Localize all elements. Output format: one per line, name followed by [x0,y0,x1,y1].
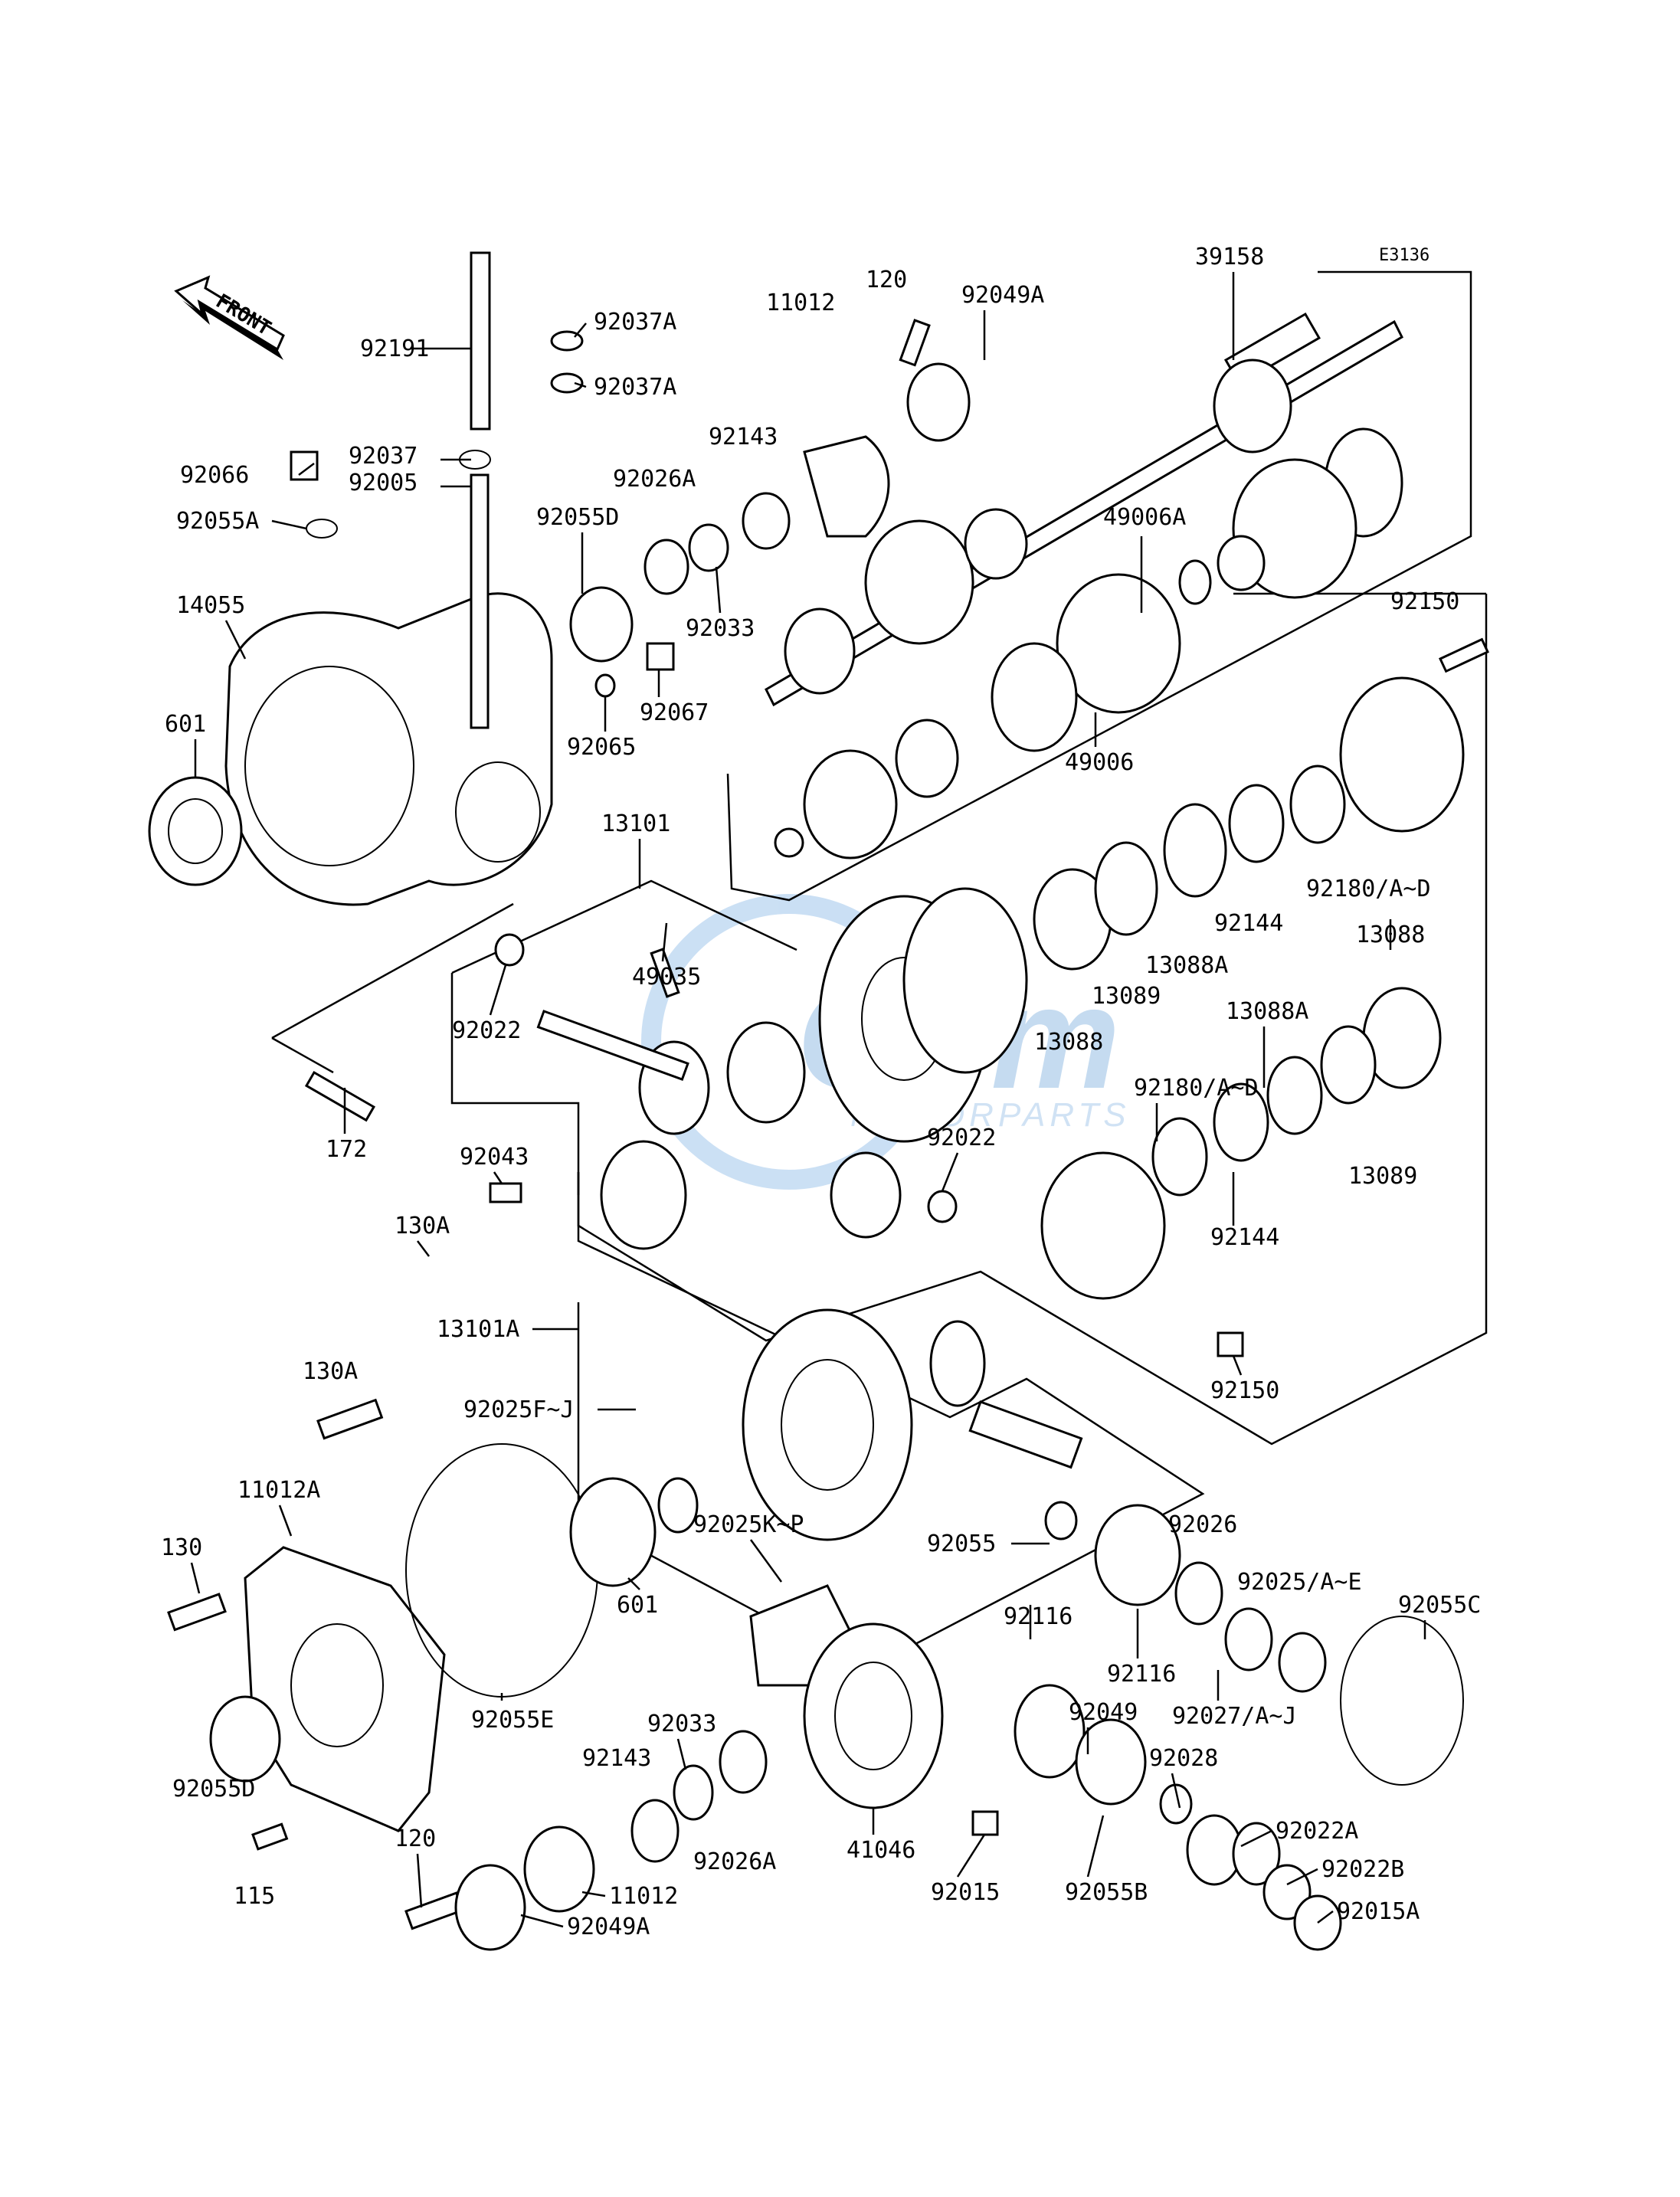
label-13089-top: 13089 [1092,983,1161,1010]
small-parts-top [290,251,971,698]
diagram-code: E3136 [1379,246,1429,265]
label-92144-lower: 92144 [1210,1224,1279,1251]
label-92037: 92037 [349,443,418,470]
label-41046: 41046 [847,1837,915,1864]
label-49035: 49035 [632,964,701,990]
bottom-bearings [454,1501,1464,1951]
part-labels: 39158 92049A 120 11012 92037A 92037A 921… [161,244,1481,1940]
label-172: 172 [326,1136,367,1163]
label-92033-bottom: 92033 [647,1711,716,1737]
label-11012: 11012 [766,290,835,316]
label-92026: 92026 [1168,1511,1237,1538]
label-92025F-J: 92025F~J [463,1396,575,1423]
label-92055D-bottom: 92055D [172,1776,255,1802]
leader-lines [190,272,1426,1928]
label-92065: 92065 [567,734,636,761]
label-92049A-bottom: 92049A [567,1914,650,1940]
label-92180-lower: 92180/A~D [1134,1075,1259,1102]
label-92055E: 92055E [471,1707,554,1734]
label-120: 120 [866,267,907,293]
label-92037A-2: 92037A [594,374,676,401]
label-92055C: 92055C [1398,1592,1481,1619]
label-11012A: 11012A [237,1477,320,1504]
label-92049: 92049 [1069,1699,1138,1726]
label-92037A-1: 92037A [594,309,676,336]
label-120-bottom: 120 [395,1825,436,1852]
label-92015: 92015 [931,1879,1000,1906]
label-11012-bottom: 11012 [609,1883,678,1910]
label-92015A: 92015A [1337,1898,1420,1925]
label-14055: 14055 [176,592,245,619]
label-92055: 92055 [927,1531,996,1557]
label-39158: 39158 [1195,244,1264,270]
label-92144-top: 92144 [1214,910,1283,937]
housing-14055 [224,473,553,906]
label-92026A-bottom: 92026A [693,1848,776,1875]
label-92027-A-J: 92027/A~J [1172,1703,1297,1730]
cover-11012A [167,1398,699,1930]
label-92022-left: 92022 [452,1017,521,1044]
label-92022A: 92022A [1276,1818,1358,1845]
label-115: 115 [234,1883,275,1910]
label-92150-top: 92150 [1390,588,1459,615]
label-601-top: 601 [165,711,206,738]
drive-shaft-39158 [765,312,1403,859]
label-49006: 49006 [1065,749,1134,776]
label-13101: 13101 [601,810,670,837]
label-92022-center: 92022 [927,1125,996,1151]
label-130A-low: 130A [303,1358,358,1385]
label-130: 130 [161,1534,202,1561]
label-92033-top: 92033 [686,615,755,642]
label-92025-A-E: 92025/A~E [1237,1569,1362,1596]
label-92005: 92005 [349,470,418,496]
ring-gear-pinion [742,1308,1083,1541]
label-13101A: 13101A [437,1316,519,1343]
label-92066: 92066 [180,462,249,489]
label-92055B: 92055B [1065,1879,1148,1906]
label-92028: 92028 [1149,1745,1218,1772]
frame-lines [271,270,1488,1671]
label-92116-left: 92116 [1004,1603,1073,1630]
label-92150-lower: 92150 [1210,1377,1279,1404]
label-130A-mid: 130A [395,1213,450,1239]
label-13088A-lower: 13088A [1226,998,1308,1025]
label-92116-right: 92116 [1107,1661,1176,1688]
differential-assembly [304,887,1028,1250]
label-92143-top: 92143 [709,424,778,450]
label-92022B: 92022B [1321,1856,1404,1883]
label-92055A: 92055A [176,508,259,535]
label-92055D-top: 92055D [536,504,619,531]
label-49006A: 49006A [1103,504,1186,531]
label-13088A-top: 13088A [1145,952,1228,979]
label-92026A: 92026A [613,466,696,493]
label-92143-bottom: 92143 [582,1745,651,1772]
label-92043: 92043 [460,1144,529,1171]
label-92067: 92067 [640,699,709,726]
label-13088-center: 13088 [1034,1029,1103,1056]
label-92180-top: 92180/A~D [1306,876,1431,902]
front-arrow-icon: FRONT [174,275,285,360]
label-92049A: 92049A [961,282,1044,309]
bearing-601-top [148,776,243,886]
clutch-packs [1033,637,1489,1357]
label-13089-lower: 13089 [1348,1163,1417,1190]
label-92025K-P: 92025K~P [693,1511,804,1538]
label-601-bottom: 601 [617,1592,658,1619]
